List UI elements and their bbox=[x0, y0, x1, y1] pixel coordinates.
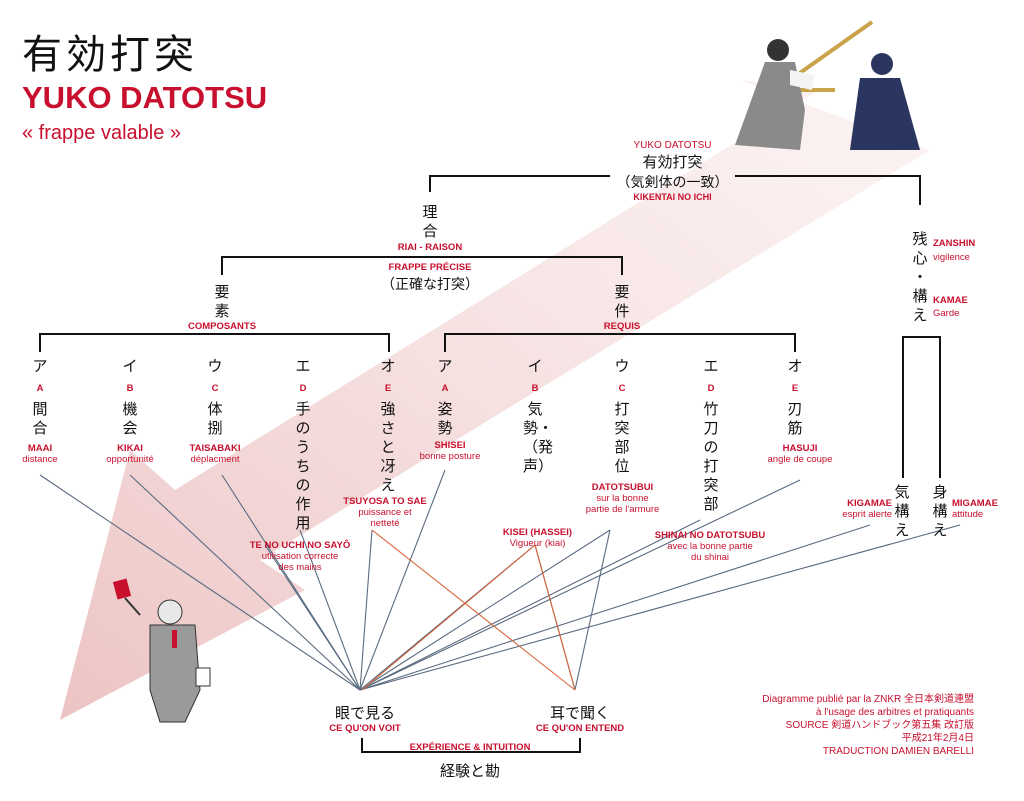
zanshin-fr-desc: vigilence bbox=[933, 252, 970, 263]
kana: ア bbox=[32, 357, 48, 375]
zanshin-jp: 残心・構え bbox=[912, 230, 928, 324]
page-title: YUKO DATOTSU bbox=[22, 80, 268, 115]
root-paren-jp: （気剣体の一致） bbox=[616, 175, 729, 191]
referee-with-flag-illustration bbox=[112, 578, 211, 723]
diagonal-arrow bbox=[60, 80, 930, 720]
yoso-fr: COMPOSANTS bbox=[187, 321, 257, 332]
ears-node: 耳で聞く CE QU'ON ENTEND bbox=[535, 704, 625, 734]
kendoka-fighters-illustration bbox=[735, 20, 920, 150]
credits: Diagramme publié par la ZNKR 全日本剣道連盟 à l… bbox=[762, 694, 974, 757]
migamae-jp: 身構え bbox=[932, 483, 948, 539]
page-subtitle: « frappe valable » bbox=[22, 122, 182, 144]
riai-bar bbox=[221, 256, 623, 275]
riai-jp: 理合 bbox=[422, 203, 438, 240]
root-bar bbox=[429, 175, 610, 192]
experience-bar bbox=[361, 738, 581, 753]
kamae-bar bbox=[902, 336, 941, 478]
yoso-bar bbox=[39, 333, 390, 352]
precise-jp: （正確な打突） bbox=[381, 277, 479, 293]
yoso-jp: 要素 bbox=[214, 283, 230, 320]
kigamae-jp: 気構え bbox=[894, 483, 910, 539]
root-label-fr: YUKO DATOTSU bbox=[633, 140, 712, 151]
root-sub-fr: KIKENTAI NO ICHI bbox=[633, 192, 712, 202]
root-node: YUKO DATOTSU 有効打突 （気剣体の一致） KIKENTAI NO I… bbox=[600, 140, 745, 202]
kamae-fr: KAMAE bbox=[933, 295, 968, 306]
experience-fr: EXPÉRIENCE & INTUITION bbox=[409, 742, 531, 753]
eyes-node: 眼で見る CE QU'ON VOIT bbox=[329, 704, 401, 734]
experience-jp: 経験と勘 bbox=[439, 762, 500, 780]
precise-fr: FRAPPE PRÉCISE bbox=[388, 262, 472, 273]
zanshin-fr: ZANSHIN bbox=[933, 238, 976, 249]
title-japanese: 有効打突 bbox=[22, 32, 198, 78]
yoken-bar bbox=[444, 333, 796, 352]
riai-fr: RIAI - RAISON bbox=[397, 242, 463, 253]
composant-jp: 間合 bbox=[32, 400, 48, 437]
root-label-jp: 有効打突 bbox=[642, 153, 703, 171]
kamae-fr-desc: Garde bbox=[933, 308, 960, 319]
yoken-jp: 要件 bbox=[614, 283, 630, 320]
yoken-fr: REQUIS bbox=[603, 321, 641, 332]
